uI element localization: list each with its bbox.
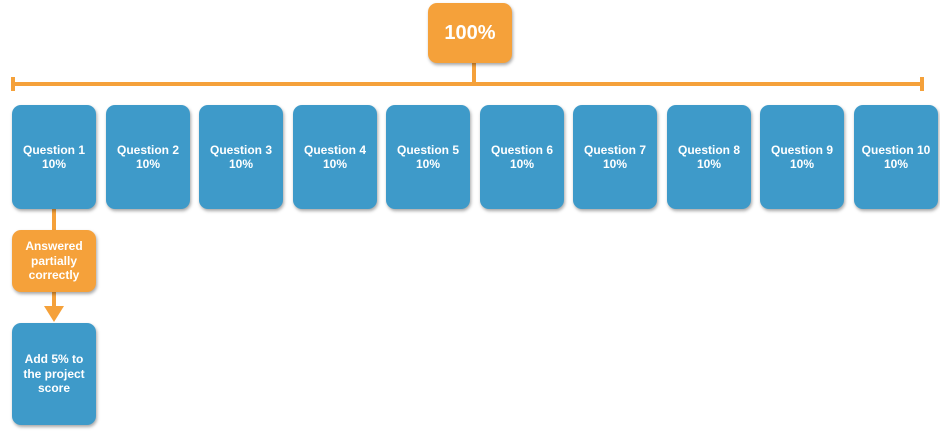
total-score-box: 100% [428, 3, 512, 63]
question-weight: 10% [41, 157, 67, 171]
question-label: Question 10 [861, 142, 931, 157]
total-score-label: 100% [444, 22, 496, 44]
question-label: Question 9 [770, 142, 833, 157]
question-label: Question 5 [396, 142, 459, 157]
question-label: Question 6 [490, 142, 553, 157]
question-weight: 10% [415, 157, 441, 171]
add-score-label: Add 5% to the project score [23, 352, 85, 396]
question-weight: 10% [696, 157, 722, 171]
question-label: Question 3 [209, 142, 272, 157]
question-label: Question 8 [677, 142, 740, 157]
question-label: Question 1 [22, 142, 85, 157]
partial-answer-box: Answered partially correctly [12, 230, 96, 292]
question-weight: 10% [509, 157, 535, 171]
question-weight: 10% [789, 157, 815, 171]
question-label: Question 7 [583, 142, 646, 157]
outcome-arrow-head [44, 306, 64, 322]
partial-answer-label: Answered partially correctly [25, 239, 83, 283]
question-weight: 10% [135, 157, 161, 171]
question-label: Question 4 [303, 142, 366, 157]
question-label: Question 2 [116, 142, 179, 157]
question-weight: 10% [602, 157, 628, 171]
question-weight: 10% [322, 157, 348, 171]
question-weight: 10% [228, 157, 254, 171]
question-weight: 10% [883, 157, 909, 171]
add-score-box: Add 5% to the project score [12, 323, 96, 425]
